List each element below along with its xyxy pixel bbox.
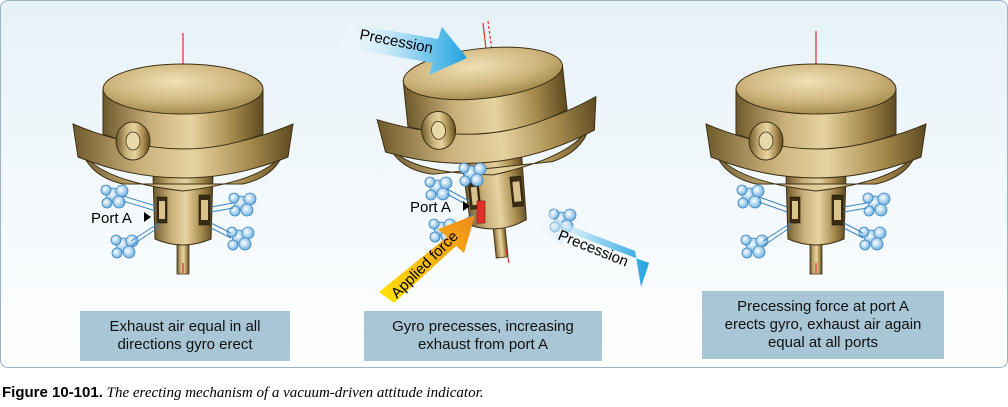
caption-right-line-2: erects gyro, exhaust air again — [724, 316, 922, 333]
caption-middle-line-1: Gyro precesses, increasing — [392, 318, 574, 335]
port-a-label-middle: Port A — [410, 199, 451, 216]
caption-middle-line-2: exhaust from port A — [417, 336, 549, 353]
caption-left: Exhaust air equal in all directions gyro… — [80, 311, 290, 361]
gyro-right — [705, 31, 927, 275]
applied-force-label: Applied force — [388, 228, 462, 302]
caption-left-line-1: Exhaust air equal in all — [109, 318, 261, 335]
applied-force-arrow — [379, 215, 475, 303]
precession-arrow-right — [532, 207, 649, 287]
caption-left-line-2: directions gyro erect — [117, 336, 253, 353]
figure-number: Figure 10-101. — [2, 384, 103, 401]
gyro-middle — [341, 20, 649, 303]
port-a-highlight — [476, 200, 486, 224]
caption-right-line-1: Precessing force at port A — [737, 298, 909, 315]
diagram-panel: Port A Port A Precession Precession Appl… — [0, 0, 1008, 368]
precession-arrow-top — [341, 23, 467, 75]
gyro-left — [72, 33, 294, 275]
figure-caption: Figure 10-101. The erecting mechanism of… — [2, 384, 484, 402]
figure-description: The erecting mechanism of a vacuum-drive… — [102, 385, 484, 401]
caption-right-line-3: equal at all ports — [767, 334, 879, 351]
gyro-illustration: Port A Port A Precession Precession Appl… — [72, 20, 927, 303]
caption-middle: Gyro precesses, increasing exhaust from … — [364, 311, 602, 361]
caption-right: Precessing force at port A erects gyro, … — [702, 291, 944, 359]
port-a-label-left: Port A — [91, 210, 132, 227]
